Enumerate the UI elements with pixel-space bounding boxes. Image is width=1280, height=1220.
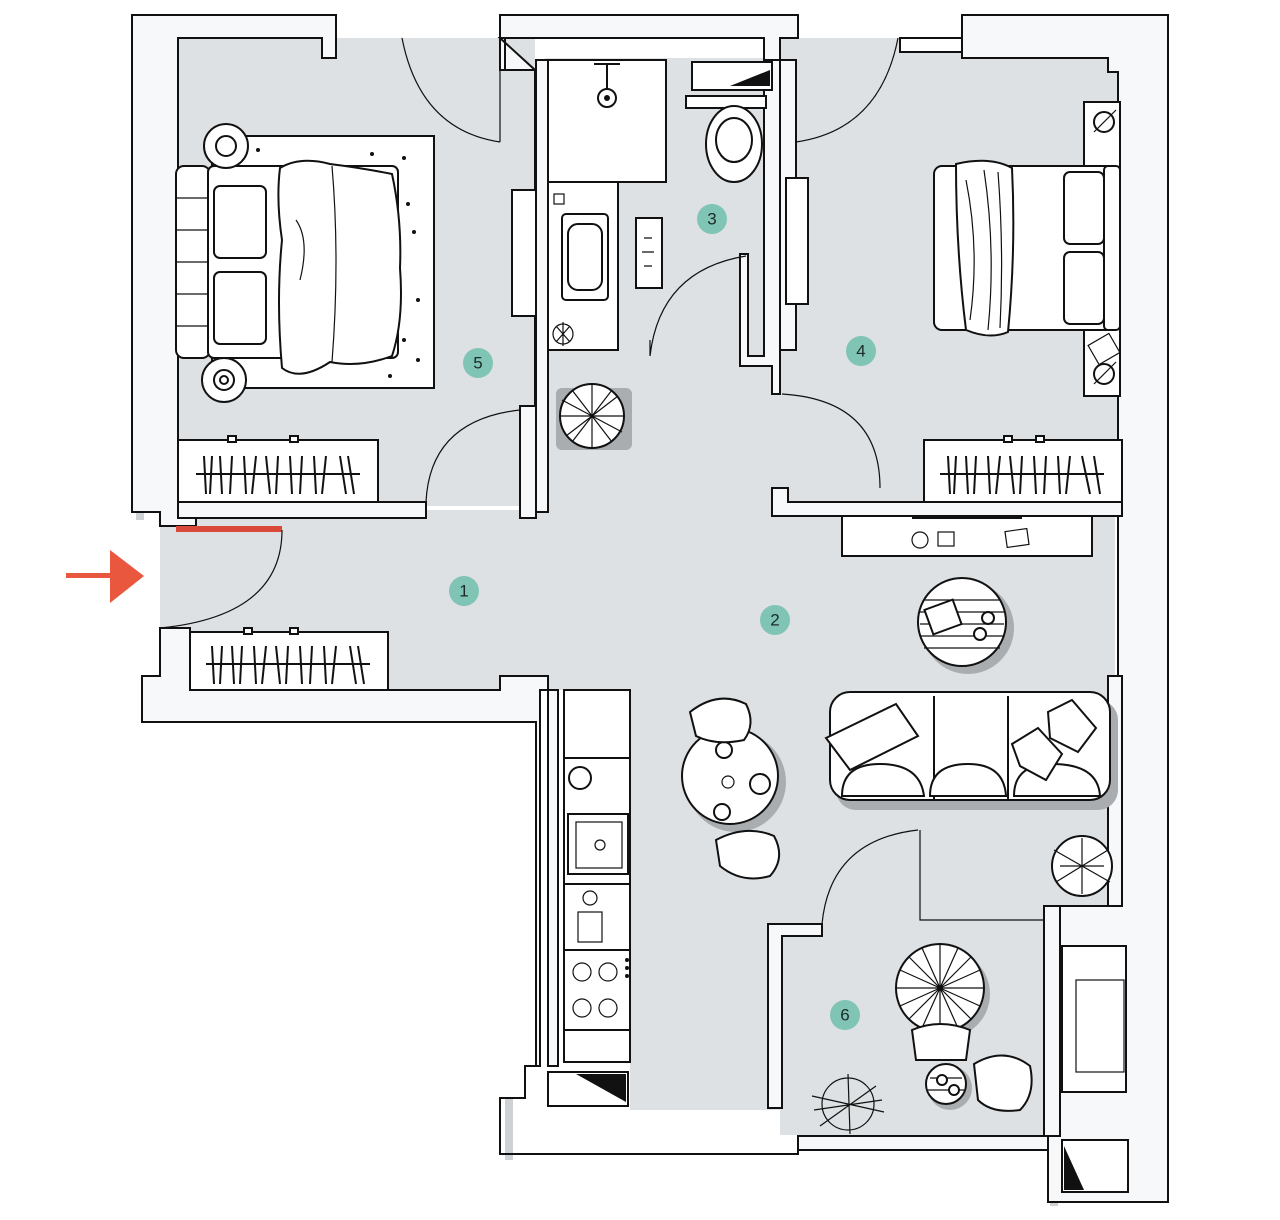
dining-chair: [714, 829, 781, 880]
nightstand-lamp: [201, 357, 247, 403]
potted-plant: [556, 383, 632, 450]
patio-umbrella: [895, 943, 990, 1038]
duvet: [277, 159, 402, 375]
room-badge-hall: 1: [449, 576, 479, 606]
sofa: [824, 691, 1118, 810]
balcony-furniture: [811, 943, 1129, 1193]
duvet-2: [954, 159, 1015, 337]
wardrobe: [177, 435, 379, 503]
pillow: [1063, 171, 1105, 245]
bath-mat: [635, 217, 663, 289]
pillow: [1063, 251, 1105, 325]
side-table: [925, 1063, 972, 1110]
wall-balcony-column: [1043, 905, 1061, 1137]
bedroom-2-furniture: [923, 101, 1123, 503]
nightstand-lamp: [203, 123, 249, 169]
wall-kitchen: [547, 689, 559, 1067]
wall-bedroom-1-jamb: [519, 405, 537, 519]
wardrobe-2: [923, 435, 1123, 503]
pillow: [213, 271, 267, 345]
shower-head-icon: [594, 63, 620, 108]
bed-headboard: [175, 165, 211, 359]
potted-plant: [811, 1073, 885, 1135]
kitchen: [547, 689, 631, 1107]
balcony-chair: [972, 1054, 1033, 1112]
bedroom-1-furniture: [175, 123, 435, 503]
room-number: 4: [856, 342, 865, 361]
fridge-cabinet: [547, 1071, 629, 1107]
cabinet: [691, 61, 773, 91]
plant-icon: [552, 322, 574, 346]
room-badge-bedroom-2: 4: [846, 336, 876, 366]
living-furniture: [681, 515, 1118, 897]
wall-bathroom-left: [535, 59, 549, 513]
hall-wardrobe: [189, 627, 389, 691]
coffee-table: [917, 577, 1014, 674]
bathroom-furniture: [547, 59, 773, 351]
arrow-right-icon: [66, 550, 144, 603]
room-badge-bathroom: 3: [697, 204, 727, 234]
balcony-storage: [1061, 945, 1127, 1093]
doors: [159, 37, 963, 925]
room-badge-living: 2: [760, 605, 790, 635]
pillow: [213, 185, 267, 259]
room-badge-bedroom-1: 5: [463, 348, 493, 378]
kitchen-sink: [567, 813, 629, 875]
tv-console: [841, 515, 1093, 557]
balcony-chair: [910, 1023, 972, 1061]
cooktop: [572, 958, 629, 1018]
room-number: 6: [840, 1006, 849, 1025]
toilet: [685, 95, 767, 183]
room-number: 2: [770, 611, 779, 630]
dining-table: [681, 727, 786, 832]
wall-bedroom-1-bottom: [177, 501, 427, 519]
room-number: 5: [473, 354, 482, 373]
kitchen-counter: [563, 689, 631, 1063]
wall-entry-lower: [141, 627, 1049, 1202]
dining-chair: [688, 697, 752, 744]
room-number: 1: [459, 582, 468, 601]
room-number: 3: [707, 210, 716, 229]
room-badge-balcony: 6: [830, 1000, 860, 1030]
potted-plant: [1051, 835, 1113, 897]
entry-door: [176, 526, 282, 532]
